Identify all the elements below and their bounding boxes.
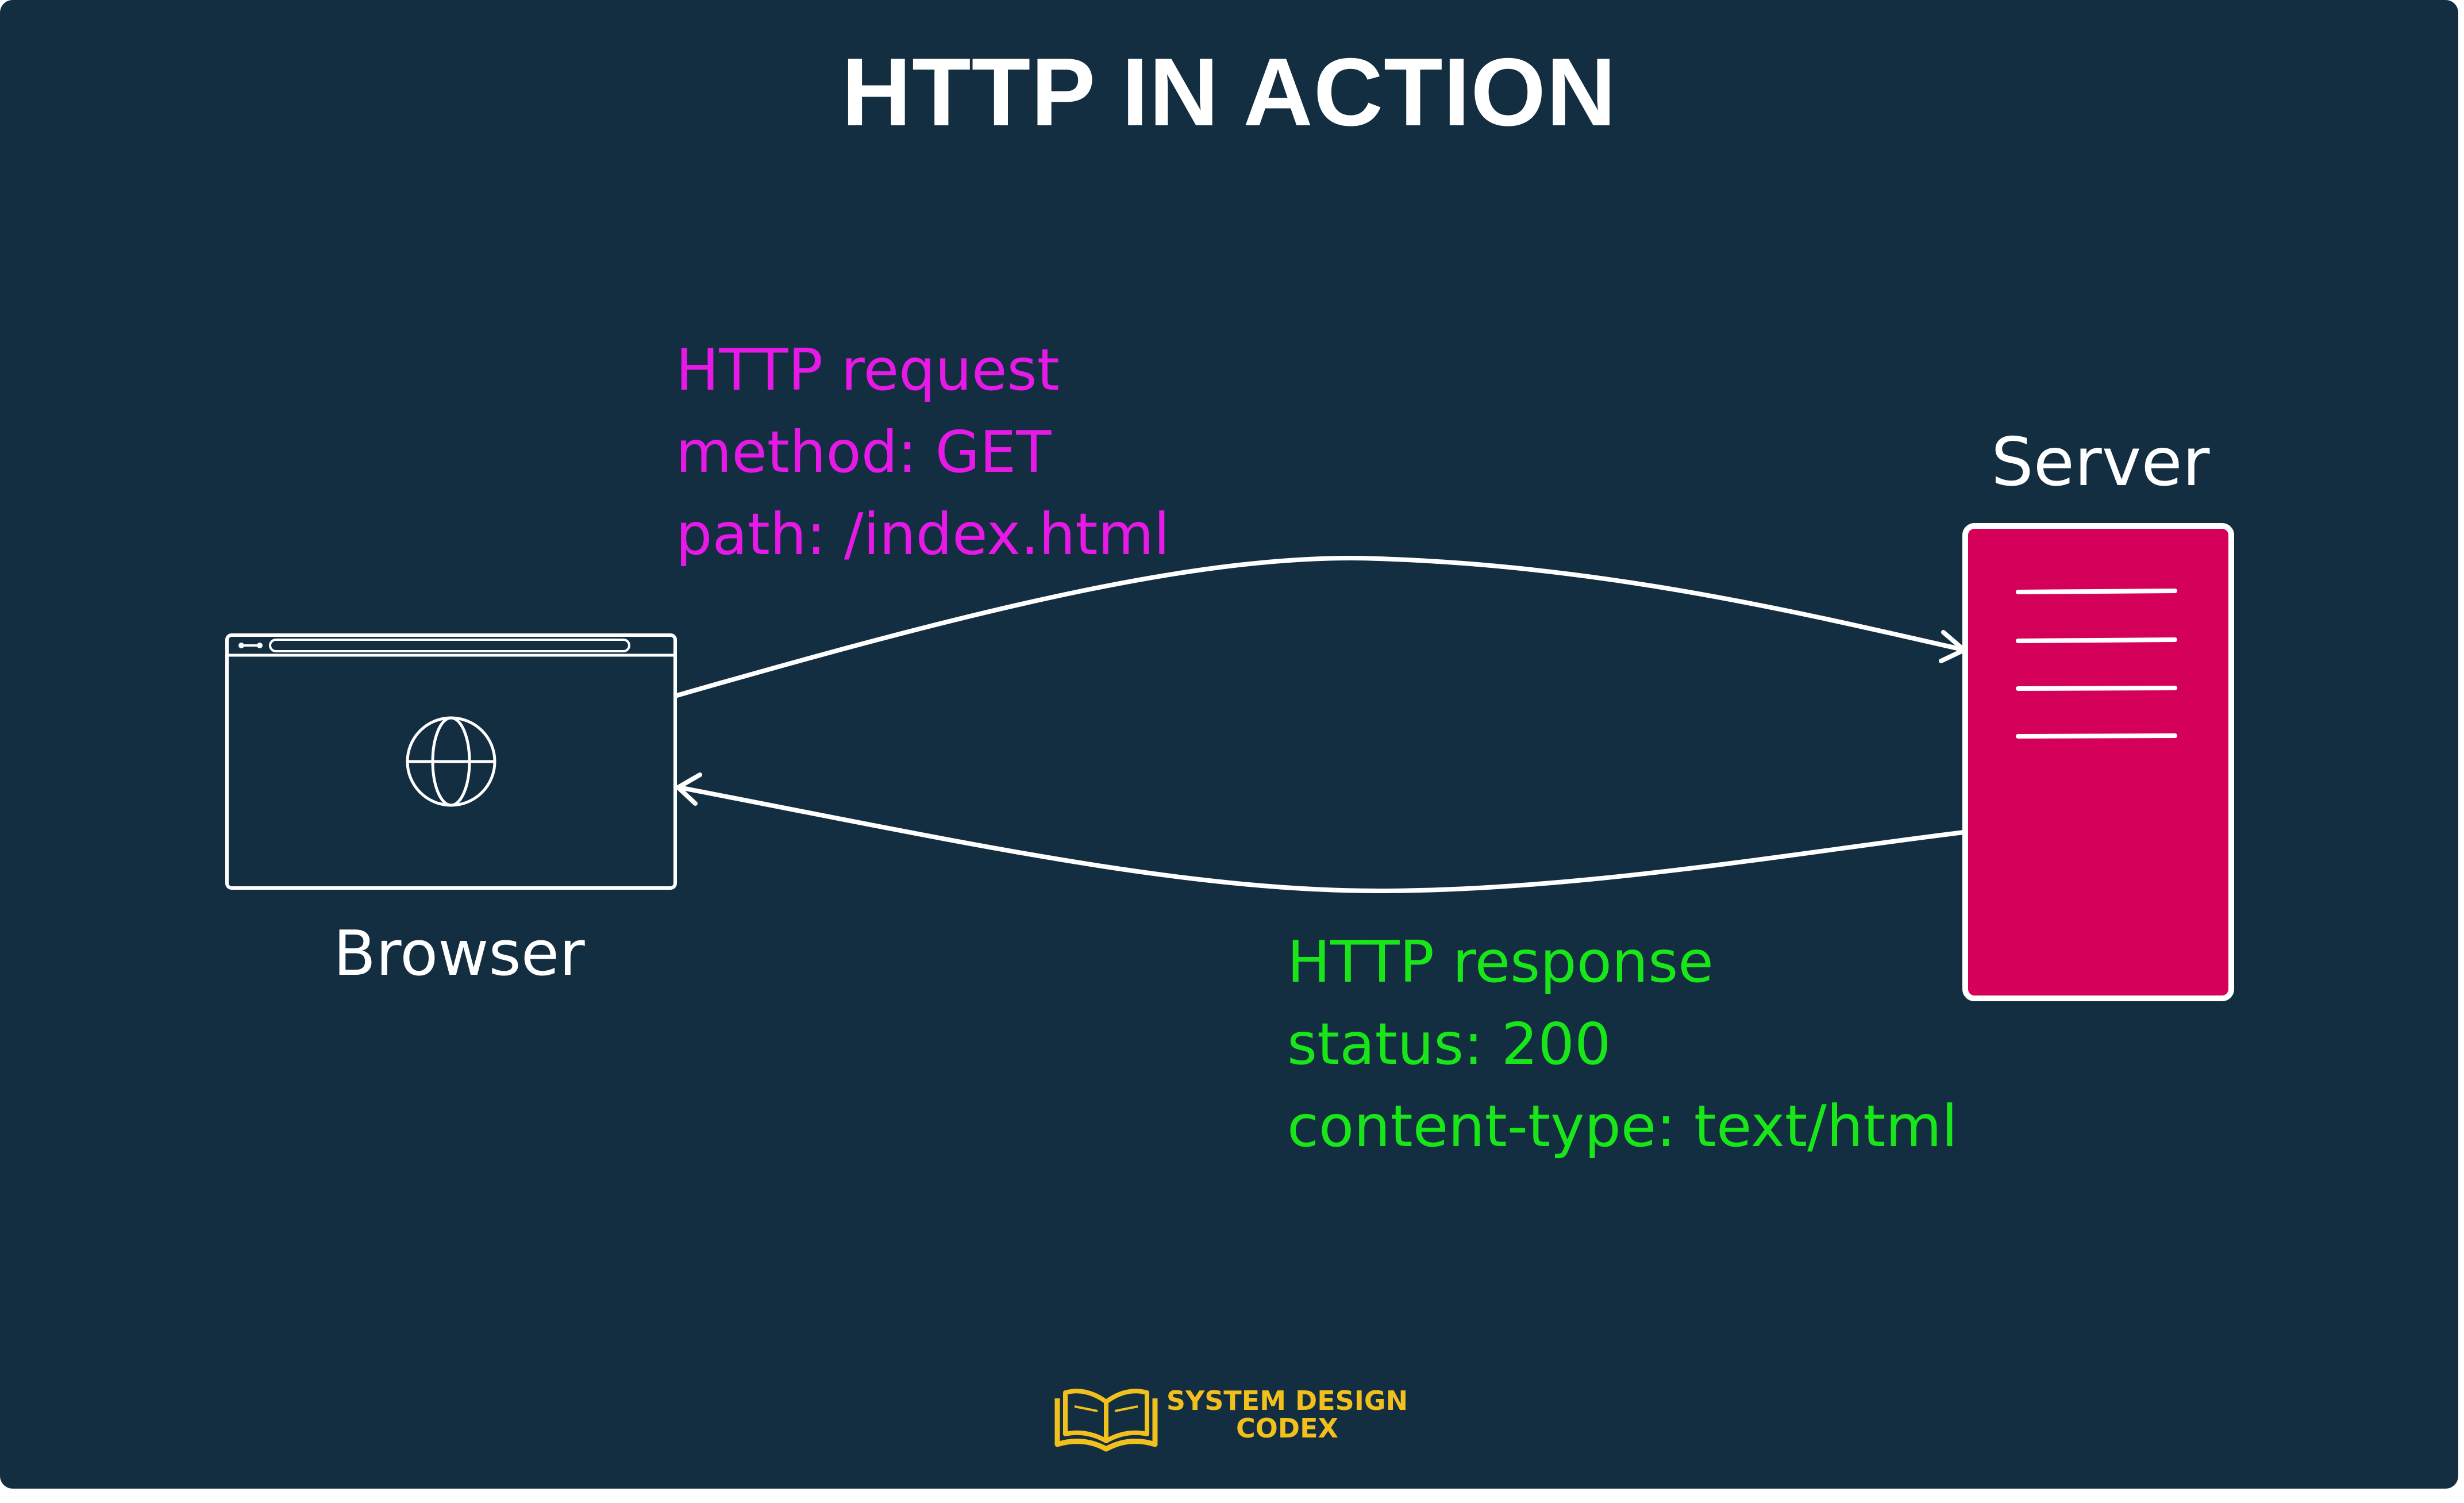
server-icon <box>1962 523 2234 1001</box>
request-title: HTTP request <box>676 336 1060 403</box>
brand-name: SYSTEM DESIGN CODEX <box>1164 1387 1411 1442</box>
request-method: method: GET <box>676 418 1052 486</box>
brand-logo: SYSTEM DESIGN CODEX <box>1052 1377 1408 1457</box>
response-content-type: content-type: text/html <box>1287 1093 1958 1160</box>
response-status: status: 200 <box>1287 1010 1611 1078</box>
server-label: Server <box>1991 424 2210 501</box>
browser-label: Browser <box>333 918 585 990</box>
diagram-title: HTTP IN ACTION <box>841 38 1617 146</box>
browser-nav-icon <box>238 643 263 648</box>
browser-window <box>225 633 677 890</box>
browser-address-bar <box>269 639 630 652</box>
response-arrow <box>676 772 1966 894</box>
brand-line-1: SYSTEM DESIGN <box>1166 1385 1408 1416</box>
response-note: HTTP response status: 200 content-type: … <box>1287 921 1958 1167</box>
brand-line-2: CODEX <box>1236 1413 1338 1444</box>
globe-icon <box>406 716 496 807</box>
open-book-icon <box>1054 1389 1158 1452</box>
request-arrow <box>675 556 1966 698</box>
response-title: HTTP response <box>1287 928 1714 995</box>
request-note: HTTP request method: GET path: /index.ht… <box>676 329 1170 575</box>
request-path: path: /index.html <box>676 501 1170 568</box>
